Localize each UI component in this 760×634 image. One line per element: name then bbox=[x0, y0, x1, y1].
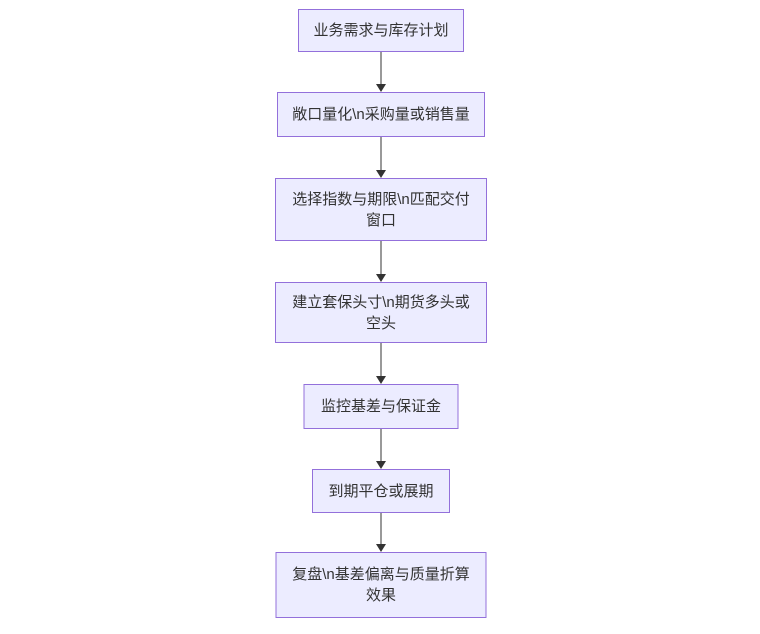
flow-node-monitor-basis-margin: 监控基差与保证金 bbox=[303, 384, 459, 429]
arrowhead-down-icon bbox=[376, 84, 386, 92]
flow-arrow bbox=[376, 52, 386, 92]
flow-node-exposure-quantify: 敞口量化\n采购量或销售量 bbox=[277, 92, 485, 137]
flow-node-business-demand: 业务需求与库存计划 bbox=[298, 9, 464, 52]
arrow-line bbox=[380, 343, 382, 377]
arrowhead-down-icon bbox=[376, 461, 386, 469]
arrow-line bbox=[380, 429, 382, 462]
arrowhead-down-icon bbox=[376, 170, 386, 178]
flow-node-label: 选择指数与期限\n匹配交付窗口 bbox=[292, 190, 470, 229]
arrow-line bbox=[380, 52, 382, 85]
flow-node-label: 建立套保头寸\n期货多头或空头 bbox=[292, 293, 470, 332]
arrowhead-down-icon bbox=[376, 544, 386, 552]
flow-node-review-effect: 复盘\n基差偏离与质量折算效果 bbox=[275, 552, 487, 618]
arrow-line bbox=[380, 513, 382, 545]
arrowhead-down-icon bbox=[376, 274, 386, 282]
flow-node-label: 监控基差与保证金 bbox=[320, 398, 441, 415]
flow-node-establish-hedge-position: 建立套保头寸\n期货多头或空头 bbox=[275, 282, 487, 343]
arrow-line bbox=[380, 241, 382, 275]
flow-node-label: 敞口量化\n采购量或销售量 bbox=[292, 106, 470, 123]
flow-arrow bbox=[376, 513, 386, 552]
arrowhead-down-icon bbox=[376, 376, 386, 384]
flow-node-label: 复盘\n基差偏离与质量折算效果 bbox=[292, 566, 470, 604]
flow-node-label: 到期平仓或展期 bbox=[328, 482, 434, 500]
flow-arrow bbox=[376, 241, 386, 282]
arrow-line bbox=[380, 137, 382, 171]
flow-node-label: 业务需求与库存计划 bbox=[313, 22, 449, 39]
flow-arrow bbox=[376, 343, 386, 384]
flow-node-select-index-term: 选择指数与期限\n匹配交付窗口 bbox=[275, 178, 487, 241]
flow-node-close-or-roll: 到期平仓或展期 bbox=[312, 469, 450, 513]
flow-arrow bbox=[376, 429, 386, 469]
flow-arrow bbox=[376, 137, 386, 178]
